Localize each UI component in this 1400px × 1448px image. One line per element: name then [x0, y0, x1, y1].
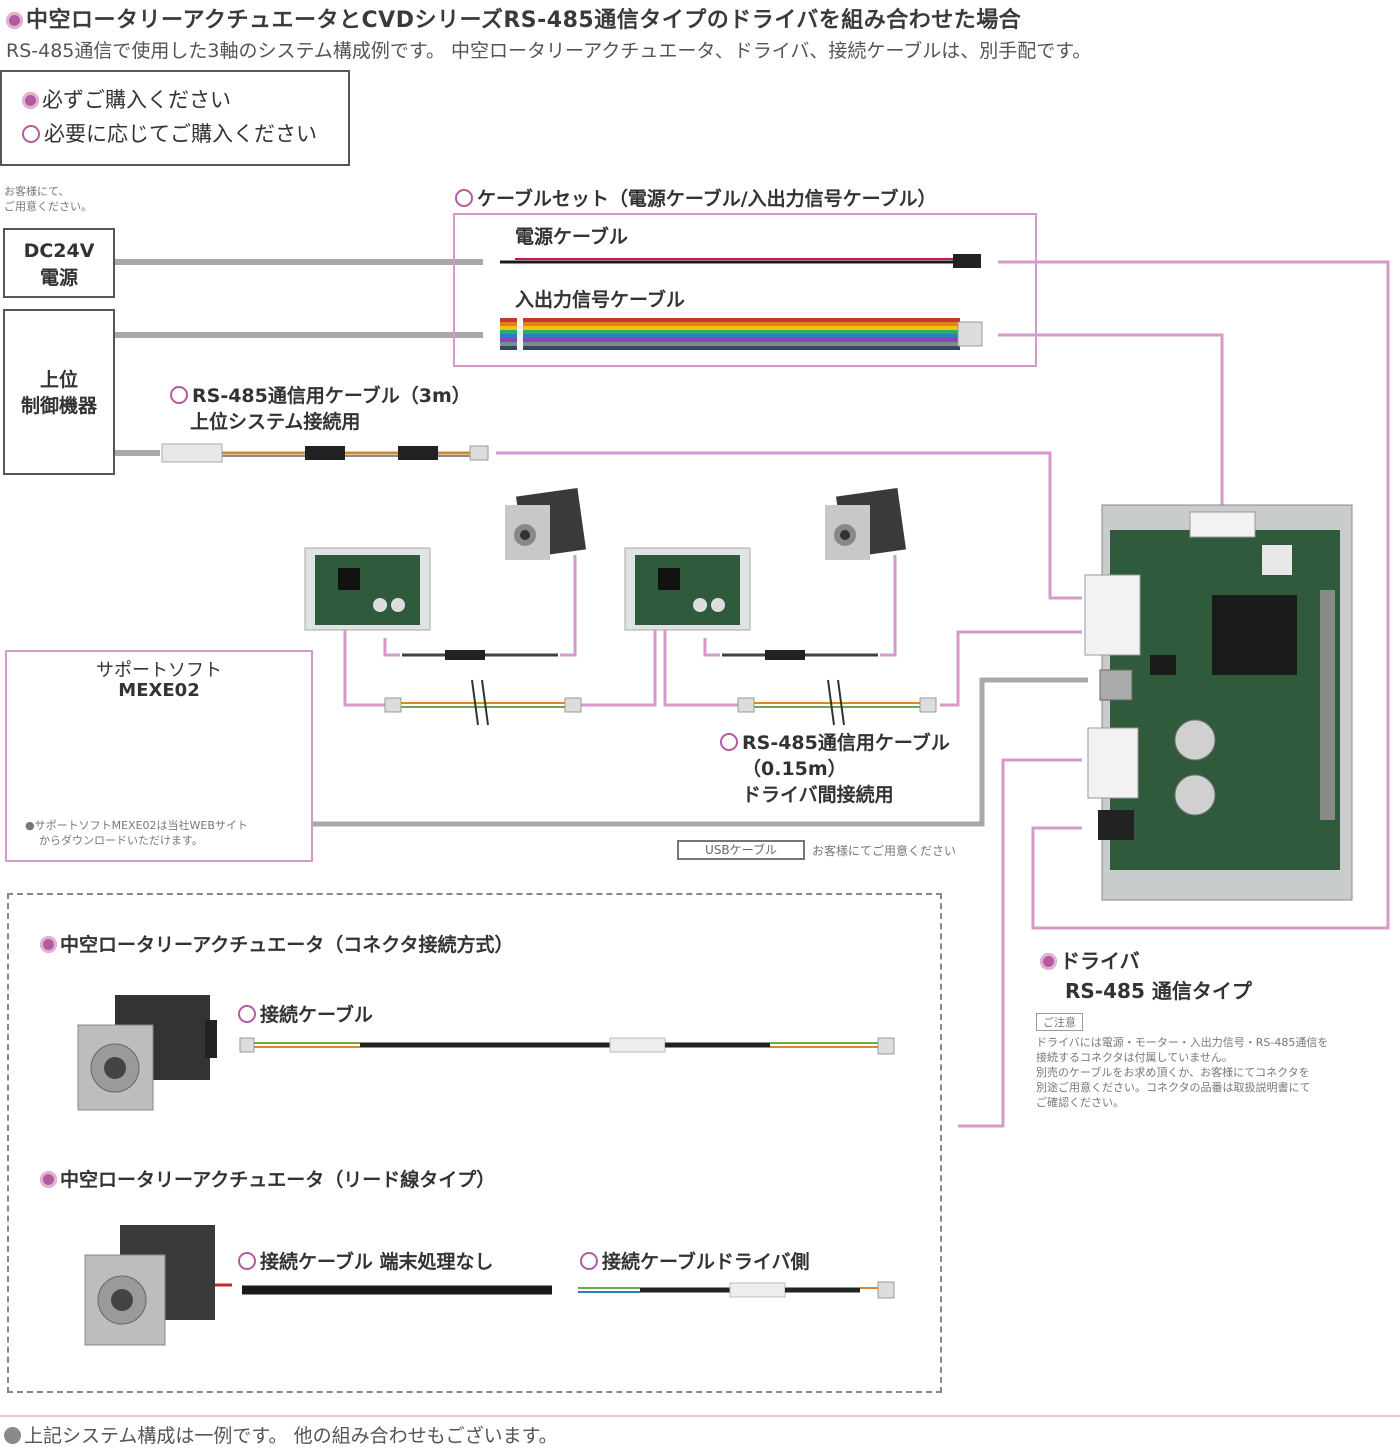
lead-cable-a-label: 接続ケーブル 端末処理なし: [238, 1247, 493, 1274]
power-connector: [953, 254, 981, 268]
usb-gray-line: [313, 677, 1088, 827]
driver2-motor-line-a: [703, 638, 720, 657]
filled-circle-icon: [22, 92, 39, 109]
lead-cable-b: [578, 1281, 895, 1299]
bullet-icon: [6, 12, 23, 29]
open-circle-icon: [580, 1252, 598, 1270]
footer-note: 上記システム構成は一例です。 他の組み合わせもございます。: [4, 1421, 558, 1448]
legend-box: 必ずご購入ください 必要に応じてご購入ください: [0, 70, 350, 166]
usb-cable-label: USBケーブル: [677, 840, 805, 860]
open-circle-icon: [455, 189, 473, 207]
io-cable-rainbow: [500, 316, 983, 352]
controller-box: 上位 制御機器: [3, 309, 115, 475]
open-circle-icon: [170, 386, 188, 404]
driver2-motor-line-b: [880, 555, 897, 657]
caution-tag: ご注意: [1036, 1013, 1083, 1031]
power-cable-label: 電源ケーブル: [515, 226, 628, 248]
rs485-host-cable: [161, 443, 489, 463]
actuator-connector-title: 中空ロータリーアクチュエータ（コネクタ接続方式）: [40, 930, 514, 957]
actuator-connector-image: [77, 995, 217, 1111]
actuator-lead-title: 中空ロータリーアクチュエータ（リード線タイプ）: [40, 1165, 495, 1192]
open-circle-icon: [238, 1005, 256, 1023]
driver2-rs485-line: [663, 630, 738, 707]
motor-pink-line: [958, 758, 1082, 1128]
small-motor-1: [505, 487, 587, 560]
rs485-chain-cable-1: [384, 679, 582, 726]
legend-optional-buy: 必要に応じてご購入ください: [22, 118, 317, 148]
open-circle-icon: [238, 1252, 256, 1270]
support-soft-box: サポートソフト MEXE02 ●サポートソフトMEXE02は当社WEBサイト か…: [5, 650, 313, 862]
caution-text: ドライバには電源・モーター・入出力信号・RS-485通信を 接続するコネクタは付…: [1036, 1036, 1329, 1109]
small-motor-2: [825, 487, 907, 560]
io-pink-line: [998, 333, 1224, 520]
filled-circle-icon: [40, 1171, 57, 1188]
io-cable-label: 入出力信号ケーブル: [515, 289, 685, 311]
main-driver-board: [1084, 504, 1353, 901]
driver1-motor-line-a: [383, 638, 400, 657]
filled-circle-icon: [1040, 953, 1057, 970]
connector-cable-label: 接続ケーブル: [238, 1000, 373, 1027]
driver-label: ドライバ RS-485 通信タイプ: [1040, 946, 1252, 1006]
rs485-pink-line: [496, 451, 1082, 600]
legend-must-buy: 必ずご購入ください: [22, 84, 231, 114]
small-driver-2: [624, 547, 751, 631]
power-note: お客様にて、 ご用意ください。: [4, 185, 92, 213]
motor1-cable: [402, 650, 558, 660]
cable-set-box: [453, 213, 1037, 367]
driver-chain-line: [580, 630, 657, 707]
power-pink-line: [998, 260, 1390, 930]
open-circle-icon: [22, 125, 40, 143]
open-circle-icon: [720, 733, 738, 751]
driver1-rs485-line: [343, 630, 385, 707]
actuator-lead-image: [84, 1225, 232, 1346]
cable-set-title: ケーブルセット（電源ケーブル/入出力信号ケーブル）: [455, 184, 937, 211]
driver-chain-pink-line-a: [940, 630, 1082, 707]
power-supply-box: DC24V 電源: [3, 228, 115, 298]
usb-note: お客様にてご用意ください: [812, 844, 957, 858]
rs485-driver-cable-label: RS-485通信用ケーブル （0.15m） ドライバ間接続用: [720, 730, 950, 808]
motor2-cable: [722, 650, 878, 660]
lead-cable-b-label: 接続ケーブルドライバ側: [580, 1247, 809, 1274]
filled-circle-icon: [40, 936, 57, 953]
rs485-host-cable-label: RS-485通信用ケーブル（3m） 上位システム接続用: [170, 383, 471, 435]
page-title: 中空ロータリーアクチュエータとCVDシリーズRS-485通信タイプのドライバを組…: [6, 2, 1021, 34]
rs485-chain-cable-2: [737, 679, 937, 726]
actuator-section: [7, 893, 942, 1393]
connector-cable-image: [239, 1037, 895, 1055]
driver1-motor-line-b: [560, 555, 577, 657]
gray-bullet-icon: [4, 1427, 21, 1444]
page-subtitle: RS-485通信で使用した3軸のシステム構成例です。 中空ロータリーアクチュエー…: [6, 40, 1092, 62]
small-driver-1: [304, 547, 431, 631]
